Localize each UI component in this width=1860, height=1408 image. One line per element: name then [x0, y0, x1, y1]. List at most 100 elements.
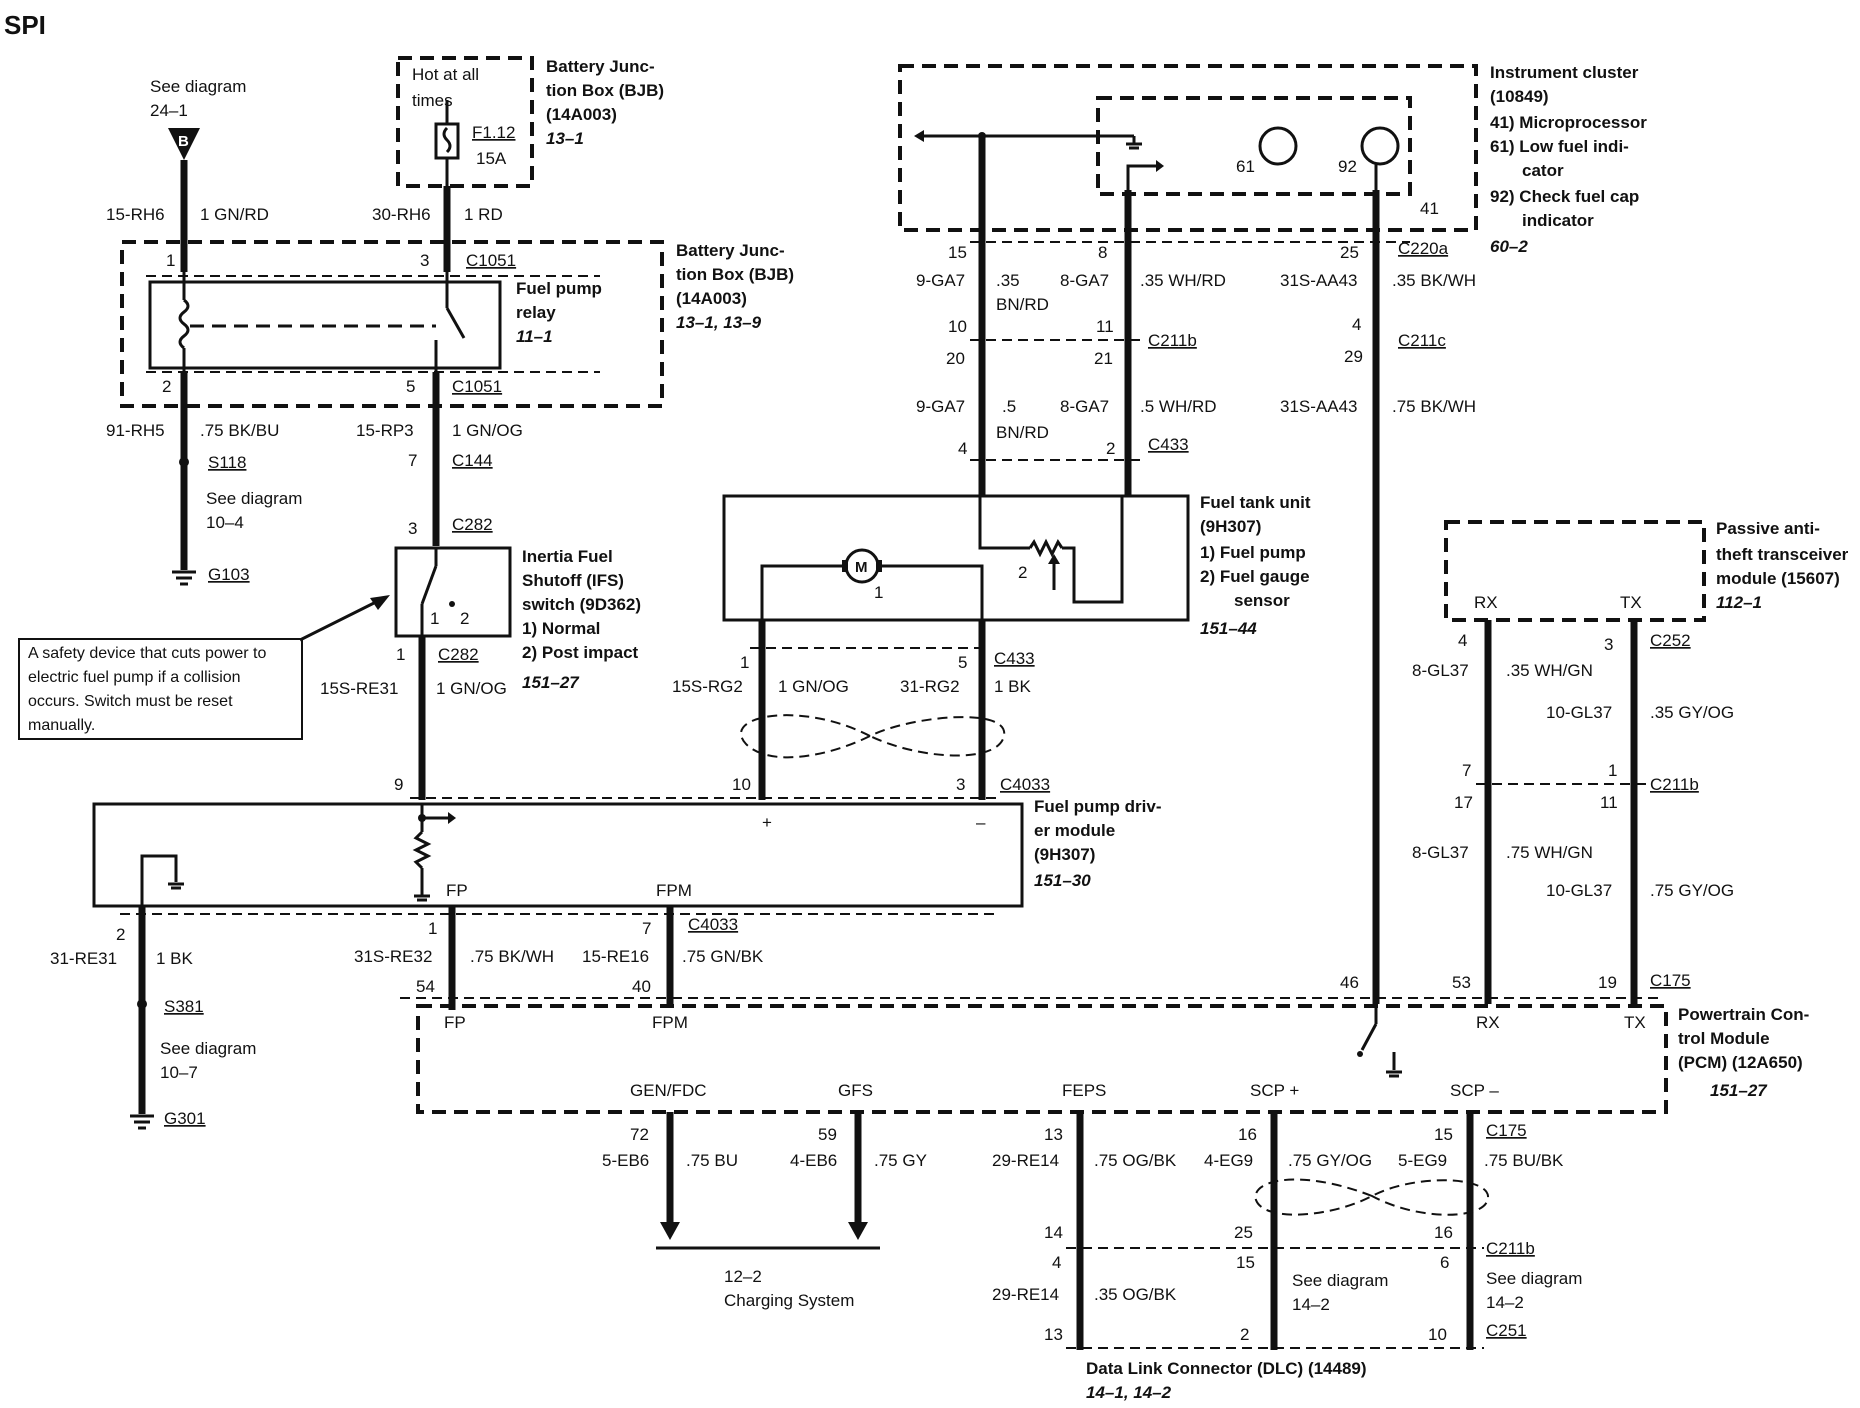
wire-label: 15-RH6	[106, 205, 165, 224]
wire-color: .75 GY/OG	[1288, 1151, 1372, 1170]
wire-label: 31-RG2	[900, 677, 960, 696]
ifs-ref: 151–27	[522, 673, 580, 692]
note-arrow	[299, 598, 381, 642]
cluster-title4: 61) Low fuel indi-	[1490, 137, 1629, 156]
wire-color: .75 GY/OG	[1650, 881, 1734, 900]
pin: 16	[1238, 1125, 1257, 1144]
pin: 2	[1018, 563, 1027, 582]
wire-color: 1 BK	[156, 949, 194, 968]
pin: 40	[632, 977, 651, 996]
splice-label: S118	[208, 453, 246, 472]
cluster-title1: Instrument cluster	[1490, 63, 1639, 82]
wire-label: 15-RP3	[356, 421, 414, 440]
pin: 92	[1338, 157, 1357, 176]
pin: 7	[408, 451, 417, 470]
pin: 11	[1600, 793, 1618, 812]
see-diagram-ref: 10–7	[160, 1063, 198, 1082]
wire-label: 31S-AA43	[1280, 397, 1358, 416]
connector-c433: C433	[1148, 435, 1189, 454]
wire-color: .35 BK/WH	[1392, 271, 1476, 290]
wire-color: .75 BK/BU	[200, 421, 279, 440]
fuel-sender-icon	[1028, 538, 1064, 558]
relay-switch	[445, 307, 466, 339]
bjb-title1: Battery Junc-	[546, 57, 655, 76]
dlc-title: Data Link Connector (DLC) (14489)	[1086, 1359, 1367, 1378]
connector-c175: C175	[1650, 971, 1691, 990]
pin: 2	[1240, 1325, 1249, 1344]
tank-ref: 151–44	[1200, 619, 1257, 638]
ground-icon	[1126, 142, 1142, 150]
bjb2-ref: 13–1, 13–9	[676, 313, 762, 332]
relay-ref: 11–1	[516, 327, 553, 346]
resistor-icon	[412, 830, 432, 870]
pcm-fp: FP	[444, 1013, 466, 1032]
wire-color: .35	[996, 271, 1020, 290]
wire-color: .35 WH/RD	[1140, 271, 1226, 290]
wire-label: 8-GA7	[1060, 397, 1109, 416]
see-diagram-ref: 14–2	[1292, 1295, 1330, 1314]
wire-label: 9-GA7	[916, 397, 965, 416]
cluster-title7: indicator	[1522, 211, 1594, 230]
pin: 2	[116, 925, 125, 944]
pin: 1	[874, 583, 883, 602]
cluster-title2: (10849)	[1490, 87, 1549, 106]
pin: 59	[818, 1125, 837, 1144]
bjb-title2: tion Box (BJB)	[546, 81, 664, 100]
pin: 17	[1454, 793, 1473, 812]
pin: 4	[958, 439, 967, 458]
ground-icon	[168, 882, 184, 890]
pin: 16	[1434, 1223, 1453, 1242]
pin: 1	[396, 645, 405, 664]
microprocessor	[1096, 96, 1412, 196]
wire-label: 15S-RE31	[320, 679, 398, 698]
ground-label: G103	[208, 565, 250, 584]
ref-b-triangle	[168, 128, 200, 160]
bjb-title3: (14A003)	[546, 105, 617, 124]
wire-color: .35 GY/OG	[1650, 703, 1734, 722]
check-fuel-cap-icon	[1360, 126, 1400, 166]
wire-label: 15-RE16	[582, 947, 649, 966]
bjb2-title1: Battery Junc-	[676, 241, 785, 260]
pin: 46	[1340, 973, 1359, 992]
low-fuel-indicator-icon	[1258, 126, 1298, 166]
wire-label: 8-GA7	[1060, 271, 1109, 290]
pin: 5	[406, 377, 415, 396]
pin: 20	[946, 349, 965, 368]
see-diagram: See diagram	[206, 489, 302, 508]
pin: 25	[1340, 243, 1359, 262]
pcm-title2: trol Module	[1678, 1029, 1770, 1048]
pin: 8	[1098, 243, 1107, 262]
wire-label: 4-EG9	[1204, 1151, 1253, 1170]
pin: 10	[1428, 1325, 1447, 1344]
wire-color: .75 BU	[686, 1151, 738, 1170]
cluster-title5: cator	[1522, 161, 1564, 180]
wire-color2: BN/RD	[996, 423, 1049, 442]
pats-ref: 112–1	[1716, 593, 1762, 612]
fpdm-plus: +	[762, 813, 772, 832]
wire-label: 30-RH6	[372, 205, 431, 224]
wire-color: .5 WH/RD	[1140, 397, 1217, 416]
pin: 15	[948, 243, 967, 262]
charging-ref: 12–2	[724, 1267, 762, 1286]
ground-icon	[414, 894, 430, 902]
fuel-pump-driver-module	[92, 802, 1024, 908]
pin: 10	[732, 775, 751, 794]
pin: 25	[1234, 1223, 1253, 1242]
wire-label: 5-EB6	[602, 1151, 649, 1170]
pcm-feps: FEPS	[1062, 1081, 1106, 1100]
ifs-title1: Inertia Fuel	[522, 547, 613, 566]
fpdm-title2: er module	[1034, 821, 1115, 840]
fpdm-title3: (9H307)	[1034, 845, 1095, 864]
see-b-line1: See diagram	[150, 77, 246, 96]
pats-title3: module (15607)	[1716, 569, 1840, 588]
see-b-line2: 24–1	[150, 101, 188, 120]
safety-device-note: A safety device that cuts power to elect…	[18, 638, 303, 740]
ground-icon	[1386, 1070, 1402, 1078]
ground-label: G301	[164, 1109, 206, 1128]
ifs-contact	[420, 565, 438, 605]
instrument-cluster	[898, 64, 1478, 232]
pin: 72	[630, 1125, 649, 1144]
connector-c4033: C4033	[1000, 775, 1050, 794]
ref-b-letter: B	[178, 133, 189, 150]
